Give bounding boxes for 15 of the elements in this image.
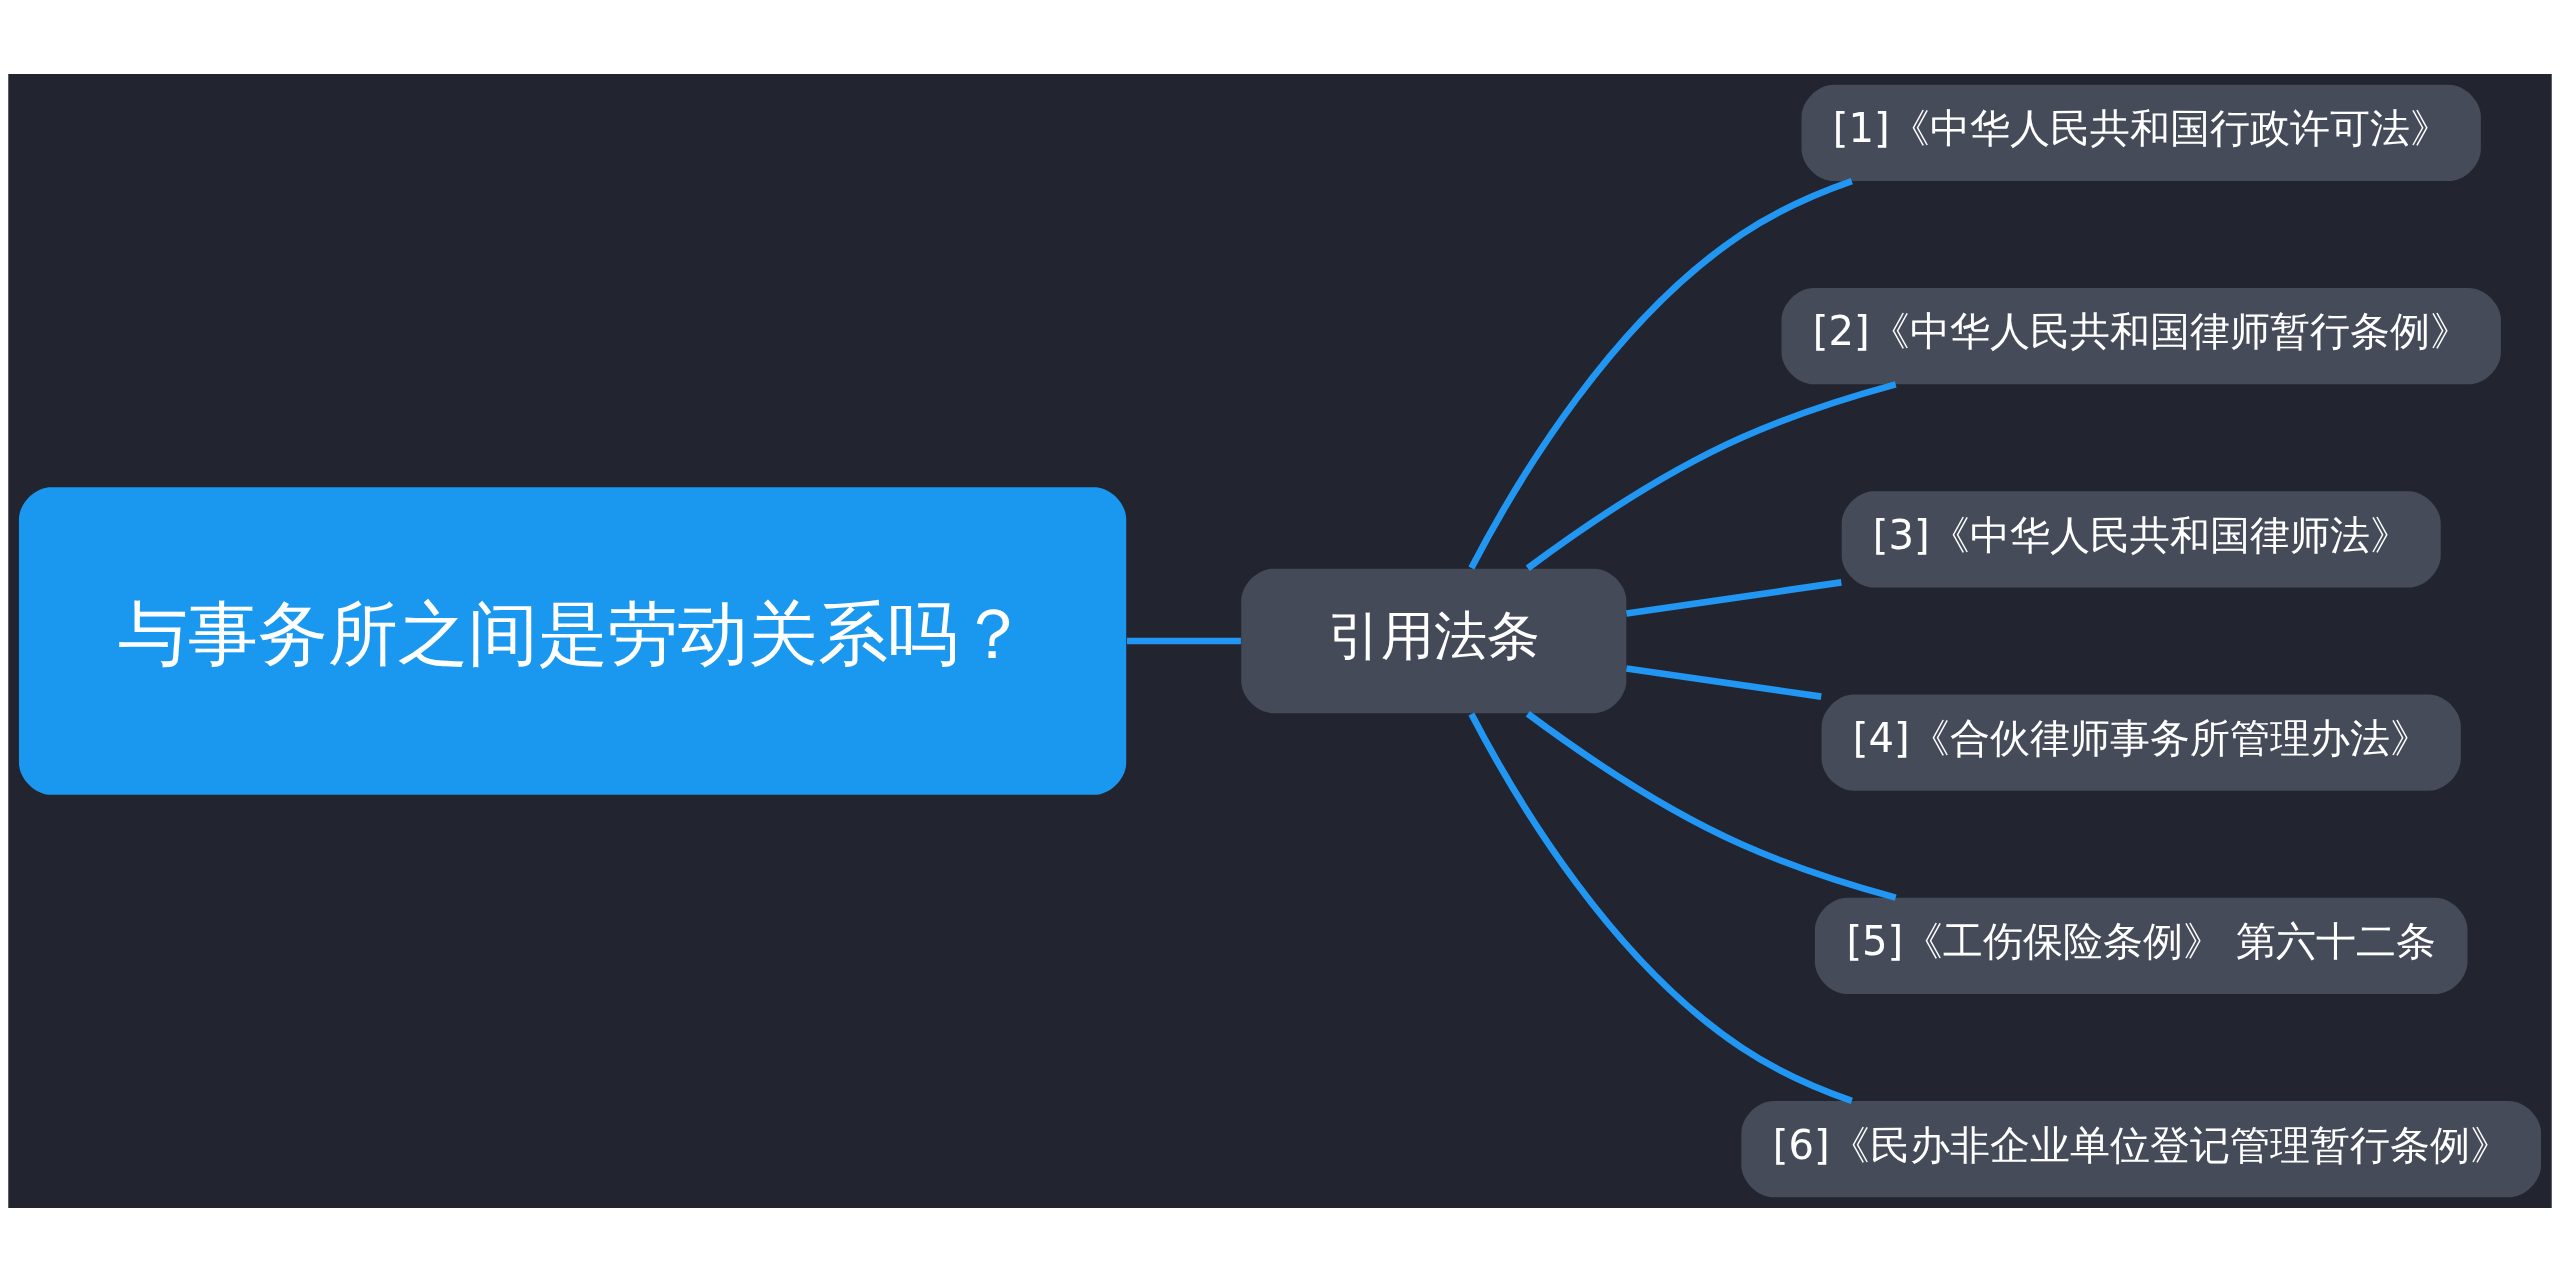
node-box: [2]《中华人民共和国律师暂行条例》 <box>1781 287 2501 384</box>
node-box: [6]《民办非企业单位登记管理暂行条例》 <box>1741 1100 2542 1197</box>
node-box: 引用法条 <box>1241 568 1627 713</box>
node-box: [4]《合伙律师事务所管理办法》 <box>1821 694 2461 791</box>
connector <box>1468 177 1853 570</box>
connector <box>1126 637 1241 644</box>
connector <box>1525 380 1897 571</box>
node-box: [1]《中华人民共和国行政许可法》 <box>1801 84 2481 181</box>
node-box: 与事务所之间是劳动关系吗？ <box>18 486 1127 795</box>
node-box: [3]《中华人民共和国律师法》 <box>1841 490 2441 587</box>
connector <box>1625 578 1842 617</box>
connector <box>1525 710 1897 901</box>
connector <box>1625 664 1822 700</box>
connector <box>1468 711 1853 1104</box>
node-box: [5]《工伤保险条例》 第六十二条 <box>1814 897 2468 994</box>
